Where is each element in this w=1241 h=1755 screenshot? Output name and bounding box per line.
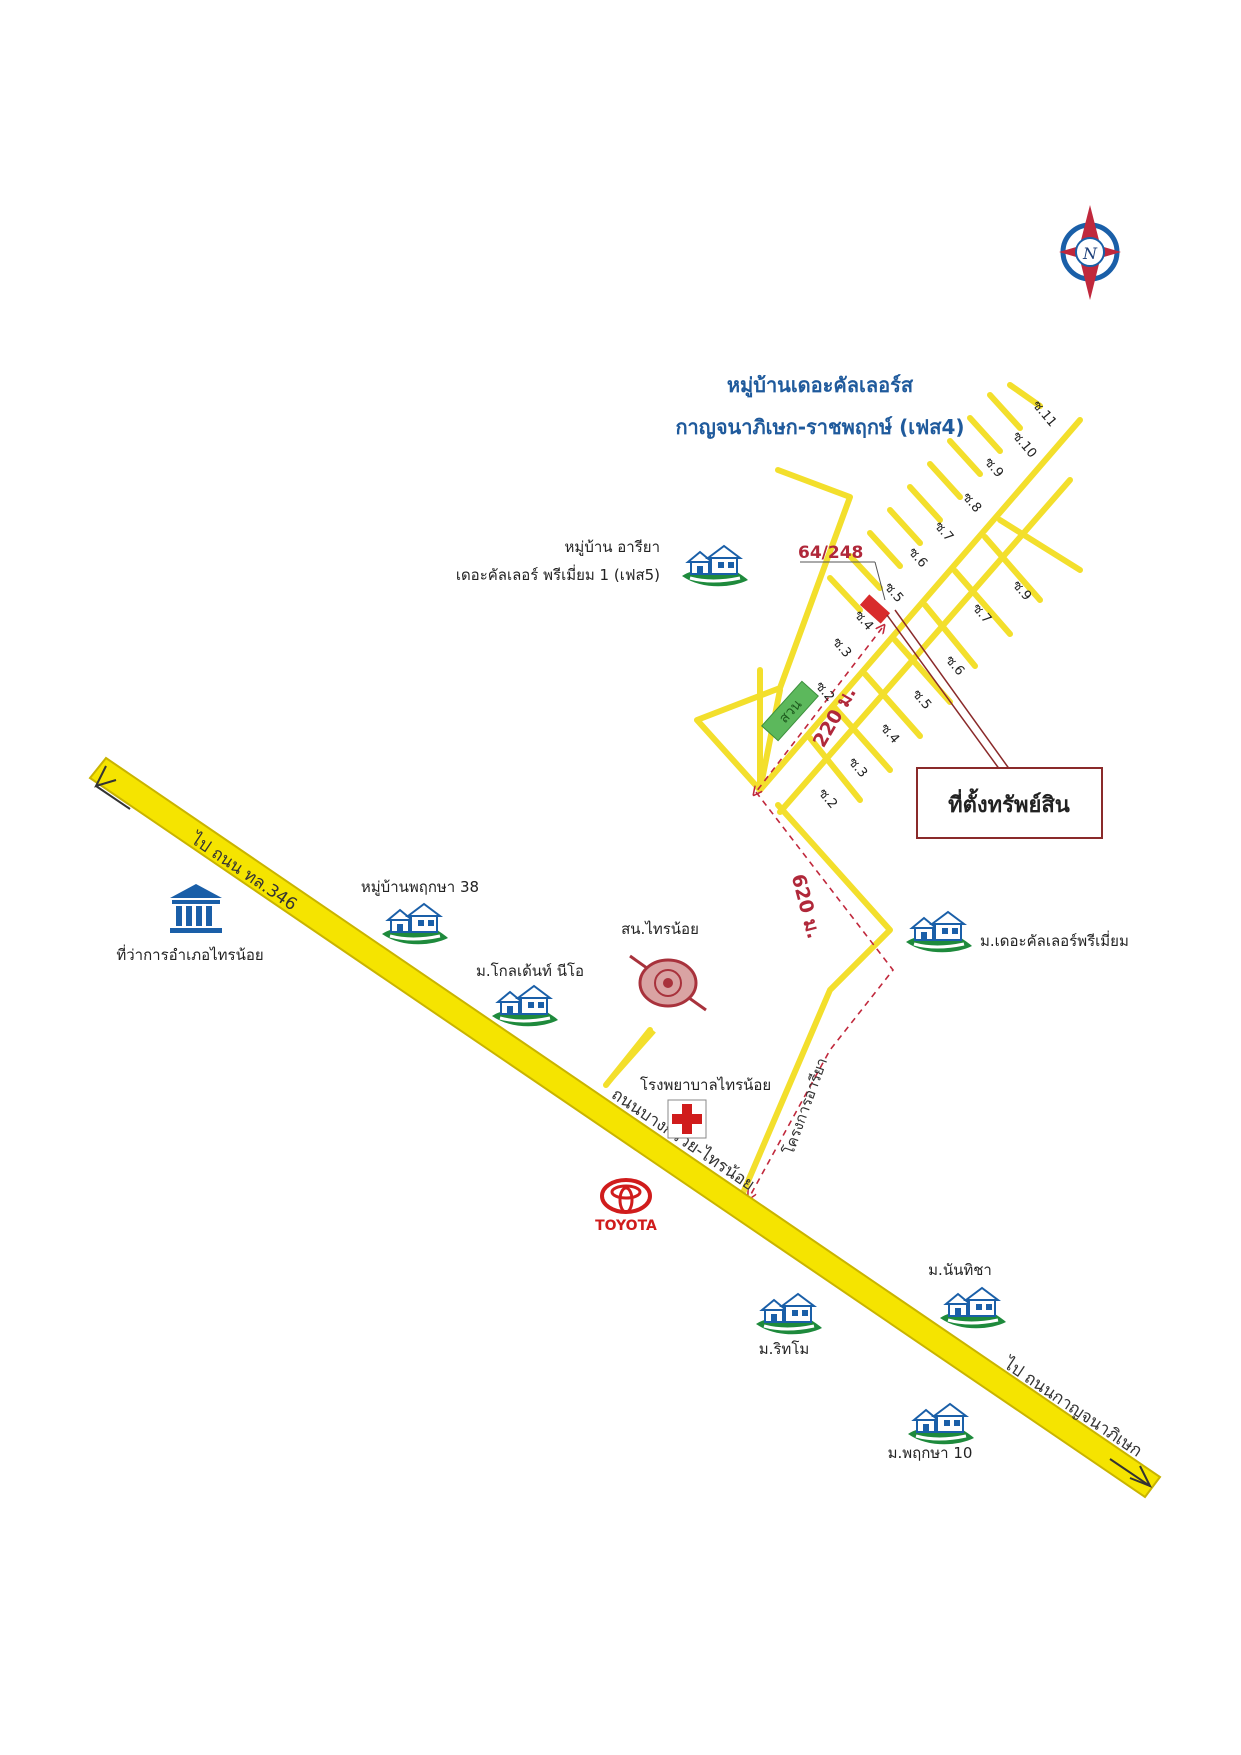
areeya-line1: หมู่บ้าน อารียา (565, 538, 660, 556)
soi-label: ซ.7 (931, 519, 956, 545)
soi-label: ซ.6 (905, 545, 930, 571)
police-station-label: สน.ไทรน้อย (621, 920, 699, 938)
pruksa38-label: หมู่บ้านพฤกษา 38 (361, 878, 479, 896)
government-building-icon (170, 884, 222, 933)
ritomo-label: ม.ริทโม (759, 1340, 810, 1358)
nanthicha-label: ม.นันทิชา (928, 1261, 992, 1279)
house-village-icon (380, 902, 450, 946)
soi-label: ซ.5 (909, 687, 934, 713)
hospital-cross-icon (667, 1099, 707, 1139)
soi-label: ซ.9 (1009, 578, 1034, 604)
pruksa10-label: ม.พฤกษา 10 (888, 1444, 973, 1462)
project-title-line1: หมู่บ้านเดอะคัลเลอร์ส (727, 373, 914, 399)
house-village-icon (906, 1402, 976, 1446)
police-seal-icon (629, 954, 707, 1012)
house-village-icon (680, 544, 750, 588)
soi-label: ซ.5 (881, 580, 906, 606)
property-location-box (916, 767, 1103, 839)
soi-label: ซ.7 (969, 601, 994, 627)
plot-number: 64/248 (798, 543, 863, 563)
colors-premium-label: ม.เดอะคัลเลอร์พรีเมี่ยม (980, 930, 1129, 950)
soi-label: ซ.2 (815, 786, 840, 812)
areeya-line2: เดอะคัลเลอร์ พรีเมี่ยม 1 (เฟส5) (456, 564, 660, 584)
soi-label: ซ.3 (829, 635, 854, 661)
soi-label: ซ.11 (1029, 398, 1059, 430)
soi-label: ซ.4 (877, 721, 902, 747)
project-road-label: โครงการอารียา (779, 1055, 831, 1157)
soi-label: ซ.10 (1009, 429, 1039, 461)
project-title-line2: กาญจนาภิเษก-ราชพฤกษ์ (เฟส4) (675, 415, 964, 439)
house-village-icon (904, 910, 974, 954)
location-pointer-line (886, 614, 1001, 771)
soi-label: ซ.6 (942, 653, 967, 679)
soi-label: ซ.3 (845, 755, 870, 781)
house-village-icon (490, 984, 560, 1028)
toyota-label: TOYOTA (595, 1218, 657, 1234)
golden-neo-label: ม.โกลเด้นท์ นีโอ (476, 962, 584, 980)
house-village-icon (754, 1292, 824, 1336)
property-plot (859, 594, 891, 624)
compass-north-icon: N (1059, 205, 1121, 300)
district-office-label: ที่ว่าการอำเภอไทรน้อย (116, 944, 263, 964)
toyota-logo-icon: TOYOTA (595, 1178, 657, 1234)
soi-label: ซ.8 (959, 490, 984, 516)
soi-label: ซ.9 (981, 455, 1006, 481)
property-location-label: ที่ตั้งทรัพย์สิน (948, 788, 1070, 818)
compass-letter: N (1082, 244, 1098, 263)
route-path (750, 628, 895, 1196)
distance-620: 620 ม. (787, 872, 825, 941)
main-road (88, 756, 1162, 1499)
house-village-icon (938, 1286, 1008, 1330)
hospital-label: โรงพยาบาลไทรน้อย (640, 1076, 771, 1094)
